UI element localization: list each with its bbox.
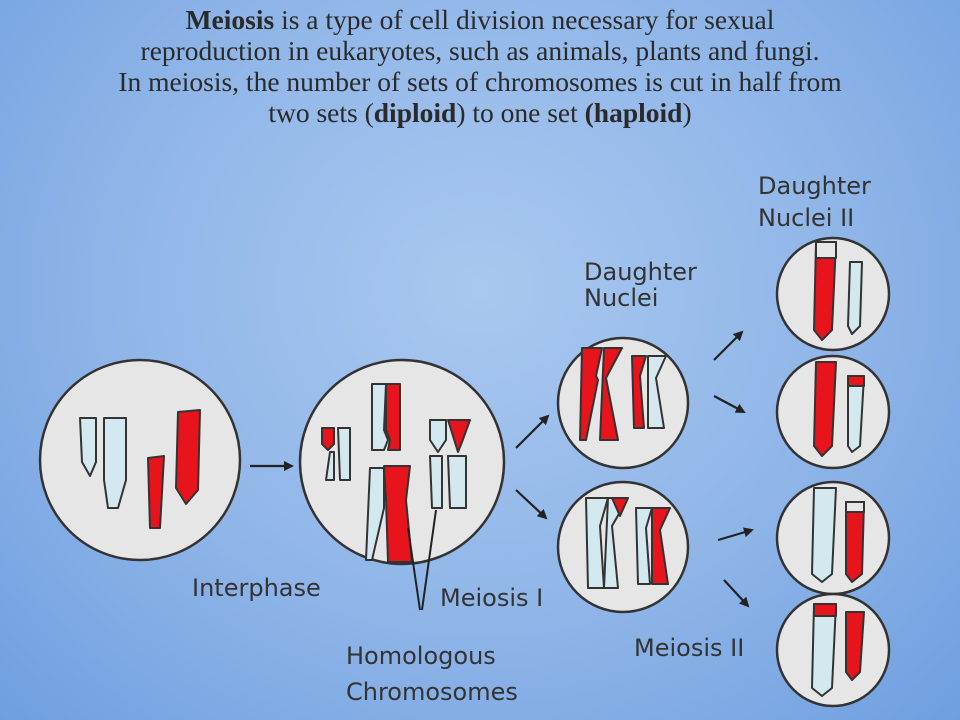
dn2-4-red-tip <box>813 603 837 617</box>
heading-line-1: Meiosis is a type of cell division neces… <box>185 4 775 35</box>
dn-top-red-right <box>599 347 623 441</box>
label-meiosis-i: Meiosis I <box>440 584 543 612</box>
pointer-homologous-1 <box>407 527 421 611</box>
meiosis-i-cell <box>298 358 506 566</box>
arrow-bottom-to-ii-3 <box>717 527 754 542</box>
arrow-meiosis-i-to-top <box>515 414 550 449</box>
chromosome-upper-red <box>385 383 401 451</box>
chromosome-small-light-b <box>337 427 351 481</box>
label-meiosis-ii: Meiosis II <box>634 634 744 662</box>
dn2-4-light <box>811 603 837 697</box>
heading-line-2: reproduction in eukaryotes, such as anim… <box>140 35 820 66</box>
chromatin-light-long <box>103 417 127 509</box>
chromosome-right-light-top <box>429 419 447 453</box>
arrow-top-to-ii-2 <box>713 395 746 413</box>
dn2-2-red <box>813 361 837 457</box>
dn2-1-light <box>847 261 863 335</box>
daughter-nucleus-top <box>556 336 690 470</box>
dn-top-red-left <box>579 347 603 441</box>
dn2-4-red <box>845 611 865 681</box>
dn-top-small-red <box>631 355 647 429</box>
dn-bottom-small-red <box>651 507 671 585</box>
dn-top-small-light <box>647 355 667 429</box>
interphase-cell <box>38 358 242 562</box>
dn-bottom-light-left <box>585 497 609 589</box>
chromosome-lower-light <box>365 467 385 561</box>
dn2-3-light-tip <box>845 501 865 513</box>
label-daughter-nuclei-line2: Nuclei <box>584 284 658 312</box>
diploid-term: diploid <box>373 97 457 128</box>
heading-text: Meiosis is a type of cell division neces… <box>0 4 960 128</box>
label-interphase: Interphase <box>192 574 321 602</box>
chromosome-right-light-b <box>447 455 467 509</box>
dn-bottom-small-light <box>635 507 653 585</box>
chromosome-right-light-a <box>429 455 443 509</box>
meiosis-term: Meiosis <box>185 4 275 35</box>
dn2-3-light <box>811 487 837 583</box>
haploid-term: (haploid <box>584 97 683 128</box>
heading-line-4: two sets (diploid) to one set (haploid) <box>268 97 692 128</box>
label-daughter-nuclei-line1: Daughter <box>584 258 697 286</box>
arrow-meiosis-i-to-bottom <box>515 489 548 520</box>
pointer-homologous-2 <box>421 509 437 611</box>
dn-bottom-red-tip <box>611 497 629 517</box>
label-daughter-nuclei-ii-line2: Nuclei II <box>758 204 854 232</box>
chromosome-small-red-top <box>321 427 335 451</box>
dn2-3-red <box>845 501 865 583</box>
chromatin-red-long <box>175 409 201 505</box>
label-daughter-nuclei-ii-line1: Daughter <box>758 172 871 200</box>
chromosome-lower-red <box>383 465 413 563</box>
dn2-2-red-tip <box>847 375 865 387</box>
chromosome-right-red-tip <box>447 419 471 453</box>
chromosome-small-light-bottom-a <box>325 451 335 481</box>
dn2-1-light-tip <box>815 241 837 259</box>
heading-line-3: In meiosis, the number of sets of chromo… <box>118 66 842 97</box>
chromatin-red-short <box>147 455 165 529</box>
label-homologous-line2: Chromosomes <box>346 678 518 706</box>
arrow-bottom-to-ii-4 <box>723 579 750 608</box>
chromatin-light-short <box>79 417 97 477</box>
arrow-top-to-ii-1 <box>713 330 744 361</box>
label-homologous-line1: Homologous <box>346 642 496 670</box>
